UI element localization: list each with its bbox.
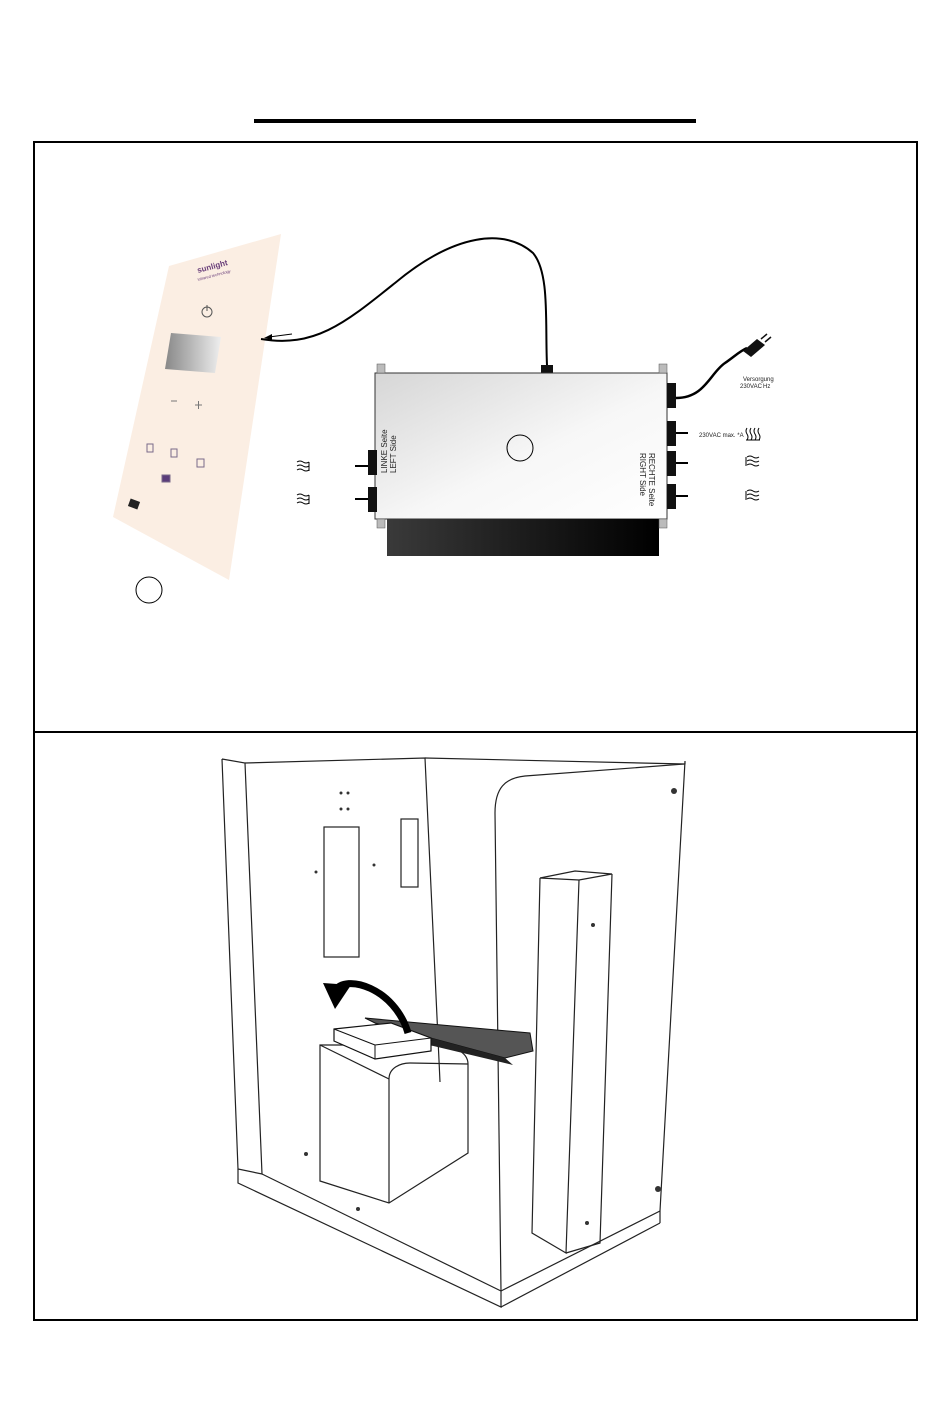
supply-label: Versorgung [743, 377, 774, 383]
wave-icon-left-top [297, 461, 309, 471]
output-rating: 230VAC max. *A [699, 433, 744, 439]
left-side-de: LINKE Seite [380, 429, 389, 473]
right-side-en: RIGHT Side [638, 453, 647, 497]
panel-display [165, 333, 221, 373]
wave-icon-right-bottom [746, 490, 759, 500]
controller-box: LINKE Seite LEFT Side RECHTE Seite RIGHT… [355, 364, 688, 556]
screws [304, 788, 677, 1225]
left-side-en: LEFT Side [389, 435, 398, 473]
move-arrow-head [323, 983, 351, 1009]
control-panel: sunlight infrared technology [113, 234, 281, 580]
heater-icon-right-top [746, 428, 760, 440]
wave-icon-right-middle [746, 456, 759, 466]
power-plug-icon [743, 334, 771, 357]
wave-icon-left-bottom [297, 494, 309, 504]
supply-cable [676, 348, 747, 398]
wiring-diagram-panel: sunlight infrared technology [33, 141, 918, 733]
controller-base [387, 519, 659, 556]
wiring-diagram: sunlight infrared technology [35, 143, 920, 735]
panel-cable [261, 238, 547, 365]
cabin-drawing [35, 733, 920, 1323]
supply-value: 230VAC [740, 384, 763, 390]
title-rule [254, 119, 696, 123]
right-side-de: RECHTE Seite [647, 453, 656, 507]
panel-marker [136, 577, 162, 603]
supply-frequency: Hz [763, 384, 770, 390]
cabin-installation-panel [33, 731, 918, 1321]
